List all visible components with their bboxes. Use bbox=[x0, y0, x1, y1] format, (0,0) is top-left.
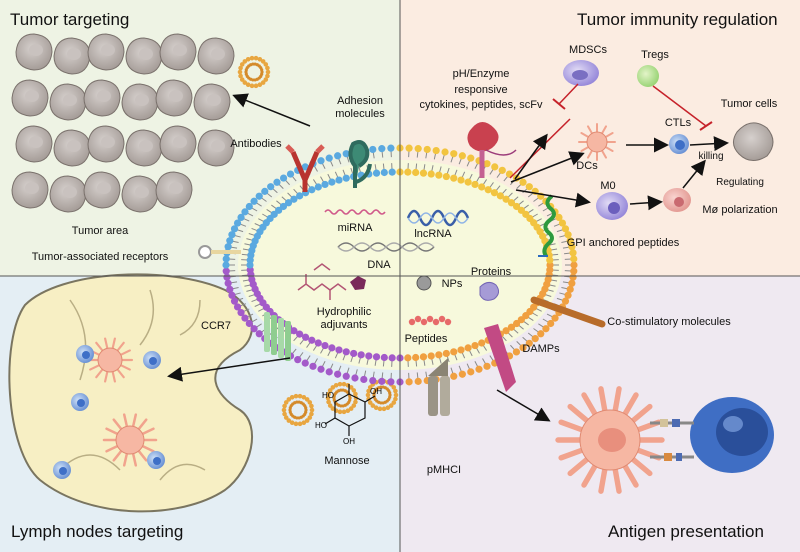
label-mo-polarization: Mø polarization bbox=[702, 204, 778, 216]
macrophage-cell bbox=[663, 188, 691, 212]
ctl-cell bbox=[669, 134, 689, 154]
mannose-oh-2: OH bbox=[343, 437, 355, 446]
dc-cell bbox=[578, 123, 616, 161]
label-tumor-receptors: Tumor-associated receptors bbox=[31, 251, 169, 263]
m0-cell bbox=[596, 192, 628, 220]
gpi-anchored-peptide bbox=[538, 194, 556, 258]
arrows bbox=[167, 83, 729, 422]
t-cell bbox=[690, 397, 774, 473]
tcr-mhc-pair bbox=[650, 419, 694, 461]
inhibition-bars bbox=[552, 98, 713, 131]
tumor-receptor bbox=[198, 245, 241, 259]
label-damps: DAMPs bbox=[522, 343, 560, 355]
ccr7-receptor bbox=[264, 312, 291, 361]
label-ph-enzyme-1: pH/Enzyme bbox=[452, 68, 510, 80]
protein-blob bbox=[479, 281, 500, 301]
label-ccr7: CCR7 bbox=[201, 320, 231, 332]
label-hydrophilic-1: Hydrophilic bbox=[316, 306, 372, 318]
mannose-structure bbox=[324, 384, 376, 436]
damps-drop bbox=[484, 324, 516, 392]
lymph-node bbox=[8, 273, 254, 513]
tumor-cell-target bbox=[733, 122, 774, 161]
label-mdscs: MDSCs bbox=[569, 44, 607, 56]
ph-enzyme-cytokine bbox=[467, 122, 517, 178]
adhesion-molecule bbox=[348, 140, 372, 188]
label-mannose: Mannose bbox=[324, 455, 370, 467]
mannose-ho-2: HO bbox=[315, 421, 327, 430]
label-dcs: DCs bbox=[576, 160, 598, 172]
label-adhesion-1: Adhesion bbox=[337, 95, 383, 107]
label-ph-enzyme-2: responsive bbox=[454, 84, 508, 96]
title-lymph-nodes-targeting: Lymph nodes targeting bbox=[11, 522, 184, 541]
antibody bbox=[285, 144, 325, 192]
lipid-bilayer bbox=[222, 144, 578, 386]
mirna-strand bbox=[324, 209, 386, 215]
label-peptides: Peptides bbox=[404, 333, 448, 345]
antigen-presenting-dc bbox=[555, 386, 665, 494]
label-killing: killing bbox=[698, 151, 724, 162]
title-antigen-presentation: Antigen presentation bbox=[608, 522, 764, 541]
hydrophilic-adjuvant bbox=[297, 263, 366, 300]
label-proteins: Proteins bbox=[470, 266, 512, 278]
label-tregs: Tregs bbox=[641, 49, 669, 61]
lymph-node-dendritic-cells bbox=[53, 337, 165, 479]
nps-sphere bbox=[416, 275, 432, 291]
peptide-chain bbox=[408, 315, 452, 326]
label-tumor-cells: Tumor cells bbox=[720, 98, 778, 110]
label-co-stimulatory: Co-stimulatory molecules bbox=[607, 316, 731, 328]
label-regulating: Regulating bbox=[716, 177, 764, 188]
label-ctls: CTLs bbox=[664, 117, 692, 129]
label-m0: M0 bbox=[600, 180, 616, 192]
mdsc-cell bbox=[563, 60, 599, 86]
label-gpi-peptides: GPI anchored peptides bbox=[566, 237, 680, 249]
label-dna: DNA bbox=[367, 259, 391, 271]
label-ph-enzyme-3: cytokines, peptides, scFv bbox=[419, 99, 543, 111]
title-tumor-immunity-regulation: Tumor immunity regulation bbox=[577, 10, 778, 29]
tumor-area-cells bbox=[11, 33, 235, 213]
label-tumor-area: Tumor area bbox=[71, 225, 129, 237]
co-stimulatory-rod bbox=[530, 296, 606, 328]
label-mirna: miRNA bbox=[337, 222, 373, 234]
dna-helix bbox=[337, 242, 435, 252]
treg-cell bbox=[637, 65, 659, 87]
pmhci-receptor bbox=[428, 358, 450, 416]
label-nps: NPs bbox=[441, 278, 463, 290]
label-pmhci: pMHCI bbox=[426, 464, 462, 476]
label-hydrophilic-2: adjuvants bbox=[320, 319, 368, 331]
label-adhesion-2: molecules bbox=[335, 108, 385, 120]
label-antibodies: Antibodies bbox=[230, 138, 282, 150]
lncrna-strand bbox=[406, 209, 470, 227]
mannose-oh-1: OH bbox=[370, 387, 382, 396]
title-tumor-targeting: Tumor targeting bbox=[10, 10, 130, 29]
label-lncrna: lncRNA bbox=[414, 228, 452, 240]
mannose-ho-1: HO bbox=[322, 391, 334, 400]
